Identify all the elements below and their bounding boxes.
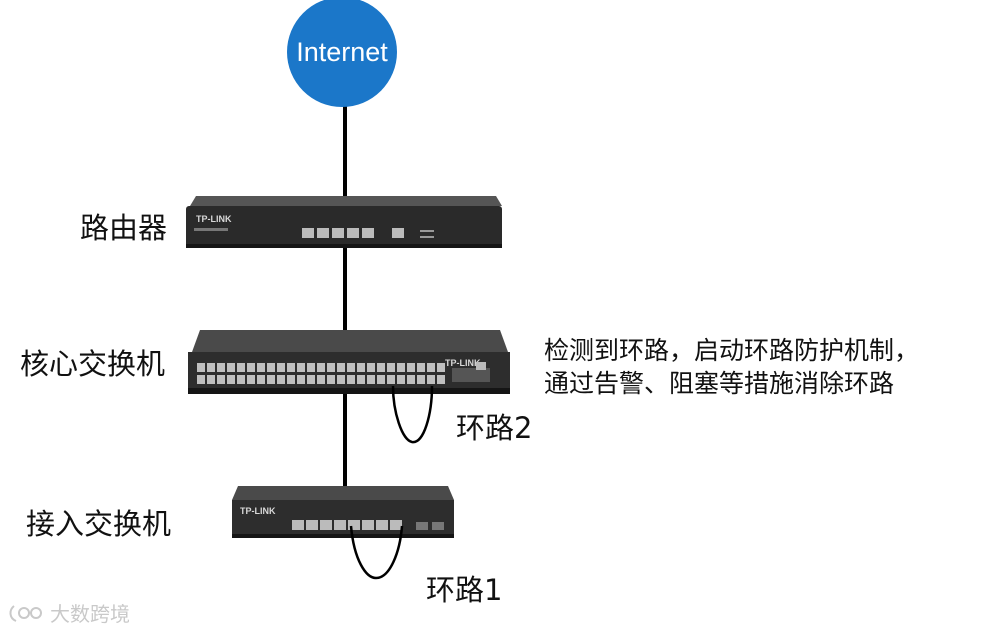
- access-switch-brand: TP-LINK: [240, 506, 276, 516]
- annotation-line-1: 检测到环路，启动环路防护机制，: [544, 336, 920, 365]
- watermark-logo-icon: [9, 604, 42, 622]
- router-port-group: [302, 228, 404, 238]
- watermark-text: 大数跨境: [50, 602, 130, 626]
- access-switch-device: TP-LINK: [232, 486, 454, 538]
- loop2-cable: [391, 385, 434, 444]
- core-switch-label: 核心交换机: [20, 347, 166, 381]
- core-switch-ports: [196, 362, 446, 386]
- core-switch-device: TP-LINK: [188, 330, 510, 394]
- loop1-label: 环路1: [426, 573, 503, 607]
- core-switch-brand: TP-LINK: [445, 358, 481, 368]
- router-device: TP-LINK: [186, 196, 502, 248]
- internet-label: Internet: [296, 37, 388, 67]
- loop2-label: 环路2: [456, 411, 533, 445]
- loop1-cable: [349, 525, 404, 580]
- router-brand: TP-LINK: [196, 214, 232, 224]
- watermark: 大数跨境: [8, 598, 130, 627]
- access-switch-ports: [292, 520, 444, 530]
- loop-protection-annotation: 检测到环路，启动环路防护机制， 通过告警、阻塞等措施消除环路: [544, 334, 919, 400]
- annotation-line-2: 通过告警、阻塞等措施消除环路: [544, 369, 895, 398]
- router-label: 路由器: [80, 211, 168, 245]
- access-switch-label: 接入交换机: [26, 507, 172, 541]
- internet-node: Internet: [287, 0, 397, 107]
